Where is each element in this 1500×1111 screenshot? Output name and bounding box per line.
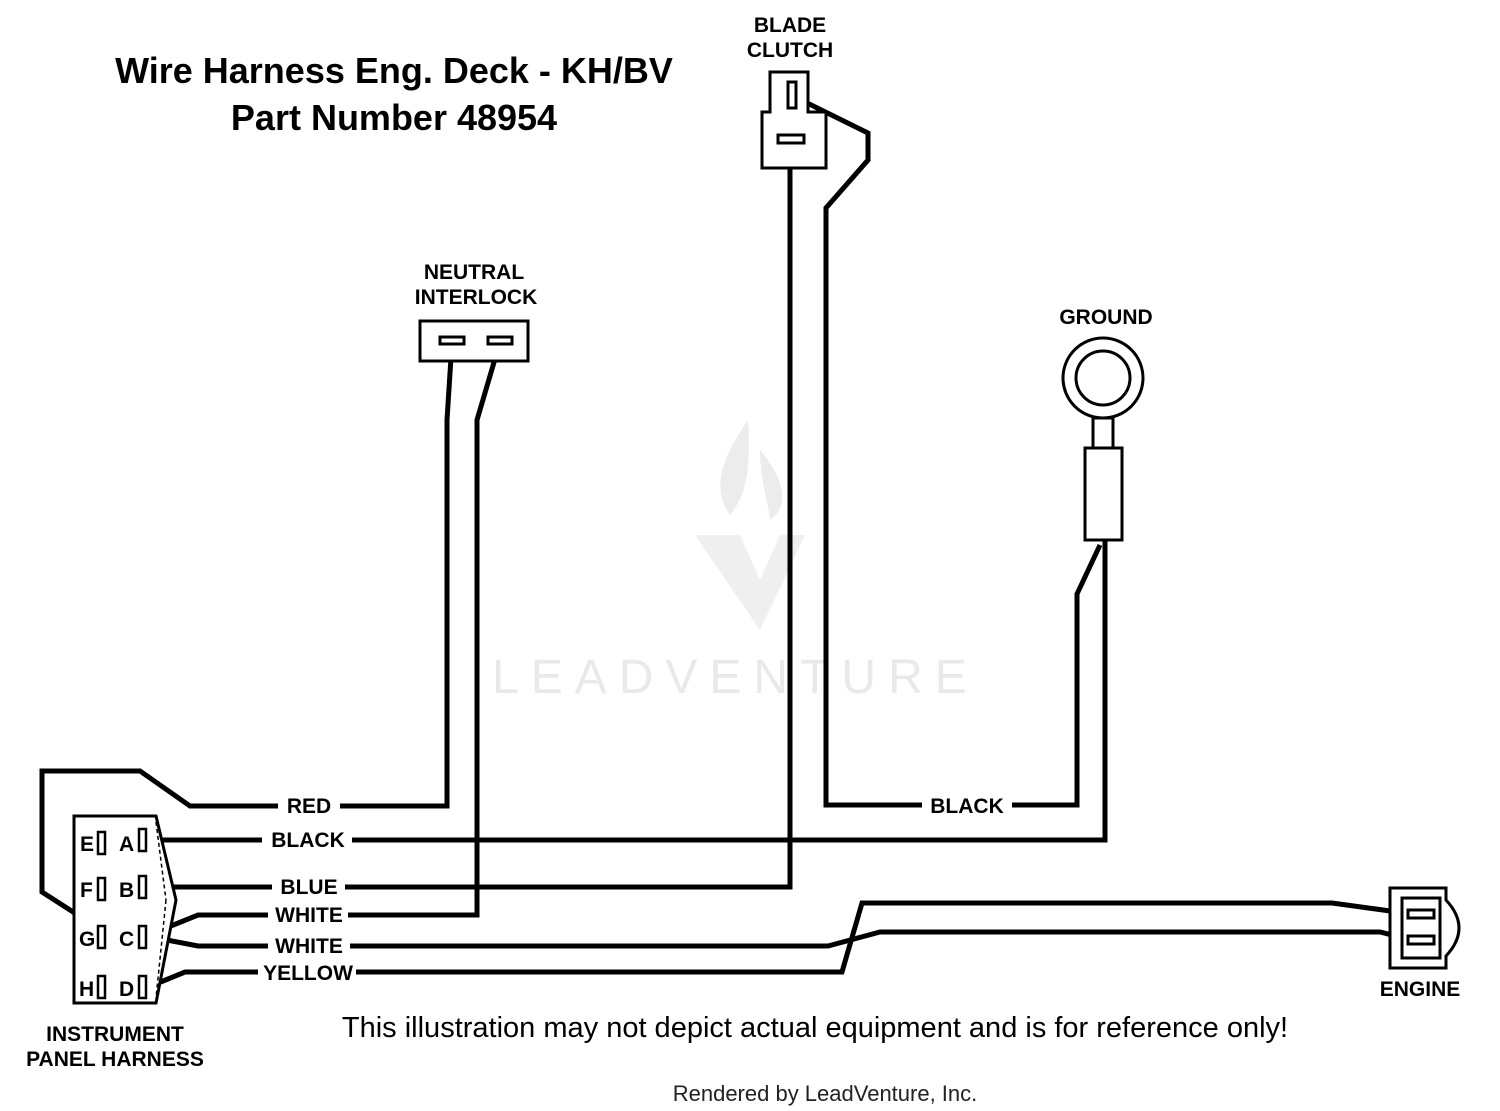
v-logo-icon	[695, 535, 805, 630]
wire-label-white-1: WHITE	[275, 904, 343, 927]
wire-label-blue: BLUE	[280, 876, 337, 899]
blade-clutch-label-2: CLUTCH	[747, 39, 833, 62]
footer-credit: Rendered by LeadVenture, Inc.	[673, 1081, 978, 1106]
wire-label-red: RED	[287, 795, 331, 818]
engine-label: ENGINE	[1380, 978, 1461, 1001]
wire-black-clutch	[795, 95, 922, 808]
title-line-2: Part Number 48954	[231, 97, 557, 138]
watermark: LEADVENTURE	[492, 420, 979, 704]
wire-yellow	[356, 900, 1413, 975]
pin-label-c: C	[119, 928, 134, 951]
instrument-panel-label-2: PANEL HARNESS	[26, 1048, 204, 1071]
pin-label-d: D	[119, 978, 134, 1001]
wire-label-yellow: YELLOW	[263, 962, 353, 985]
wire-label-black-clutch: BLACK	[930, 795, 1004, 818]
engine-connector	[1388, 886, 1461, 970]
title-line-1: Wire Harness Eng. Deck - KH/BV	[115, 50, 673, 91]
neutral-interlock-connector	[418, 319, 530, 363]
neutral-interlock-label-2: INTERLOCK	[415, 286, 538, 309]
wire-label-white-2: WHITE	[275, 935, 343, 958]
wire-black-a	[352, 540, 1108, 843]
wire-label-black-a: BLACK	[271, 829, 345, 852]
wire-white-1	[348, 341, 503, 918]
pin-label-b: B	[119, 879, 134, 902]
ground-label: GROUND	[1059, 306, 1152, 329]
pin-label-h: H	[79, 978, 94, 1001]
watermark-text: LEADVENTURE	[492, 651, 979, 704]
wire-red	[39, 768, 278, 931]
wire-white-2	[350, 929, 1413, 949]
pin-label-g: G	[79, 928, 95, 951]
instrument-panel-label-1: INSTRUMENT	[46, 1023, 184, 1046]
neutral-interlock-label-1: NEUTRAL	[424, 261, 524, 284]
wire-red-to-interlock	[340, 341, 455, 809]
instrument-panel-connector	[72, 814, 178, 1005]
blade-clutch-label-1: BLADE	[754, 14, 826, 37]
pin-label-a: A	[119, 833, 134, 856]
wire-blue	[345, 140, 793, 890]
pin-label-f: F	[80, 879, 93, 902]
pin-label-e: E	[80, 833, 94, 856]
flame-logo-icon	[720, 420, 783, 520]
ground-terminal	[1061, 336, 1145, 542]
blade-clutch-connector	[760, 70, 828, 170]
disclaimer-note: This illustration may not depict actual …	[342, 1012, 1288, 1044]
wire-black-to-ground	[1012, 543, 1103, 808]
